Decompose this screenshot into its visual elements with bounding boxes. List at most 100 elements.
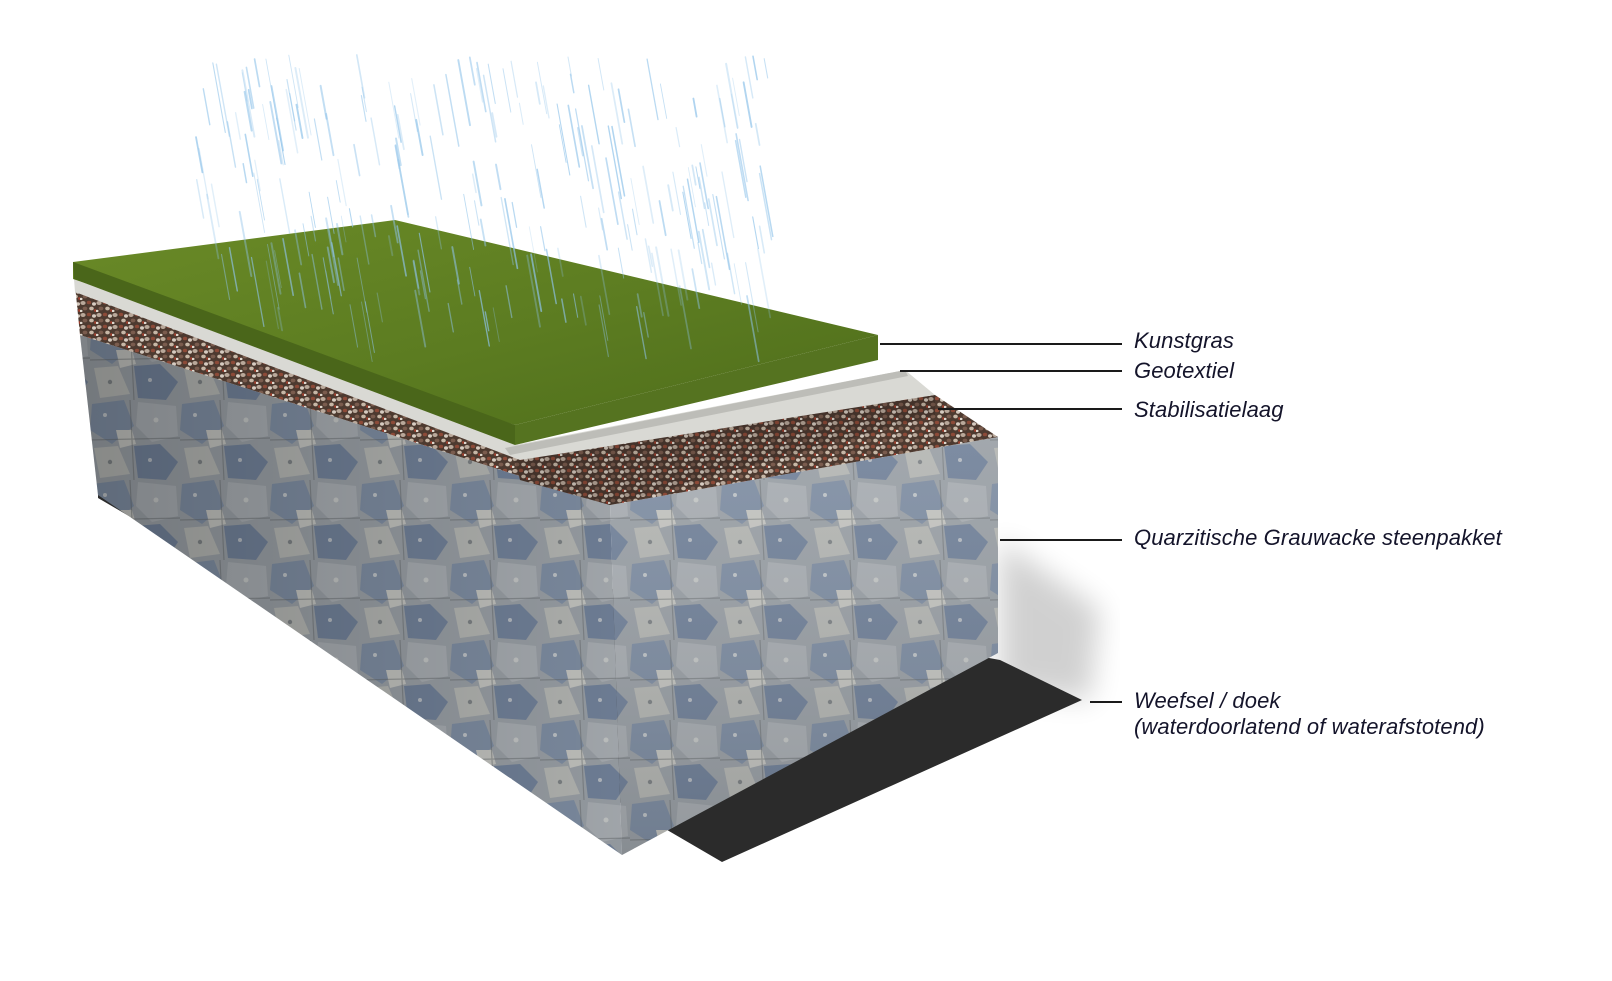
rain-streak — [757, 248, 772, 319]
rain-streak — [607, 125, 622, 200]
rain-streak — [419, 270, 427, 300]
rain-streak — [682, 191, 692, 240]
rain-streak — [395, 137, 402, 167]
rain-streak — [361, 86, 367, 113]
rain-streak — [364, 301, 375, 353]
rain-streak — [745, 262, 759, 333]
rain-streak — [325, 112, 335, 157]
rain-streak — [310, 215, 317, 242]
rain-streak — [322, 257, 334, 315]
rain-streak — [298, 272, 307, 309]
rain-streak — [361, 301, 373, 363]
rain-streak — [277, 306, 283, 332]
rain-streak — [569, 73, 575, 94]
rain-streak — [627, 224, 633, 251]
rain-streak — [672, 171, 682, 215]
grass-top-surface — [73, 220, 878, 425]
rain-streak — [605, 157, 619, 226]
rain-streak — [511, 201, 518, 228]
label-steenpakket: Quarzitische Grauwacke steenpakket — [1134, 525, 1502, 550]
rain-streak — [326, 246, 335, 284]
rain-streak — [733, 263, 742, 305]
rain-streak — [530, 253, 543, 313]
rain-streak — [716, 84, 729, 144]
rain-streak — [692, 97, 698, 118]
rain-streak — [269, 101, 283, 165]
rain-streak — [434, 216, 443, 250]
rain-streak — [754, 122, 761, 146]
rain-streak — [396, 225, 407, 277]
rain-streak — [282, 238, 294, 296]
rain-streak — [647, 245, 654, 267]
rain-streak — [726, 252, 736, 295]
rain-streak — [206, 193, 220, 260]
rain-streak — [212, 62, 226, 133]
rain-streak — [415, 118, 424, 156]
rain-streak — [376, 292, 383, 323]
rain-streak — [617, 88, 626, 123]
rain-streak — [278, 140, 284, 166]
rain-streak — [730, 93, 739, 130]
rain-streak — [471, 173, 477, 194]
rain-streak — [642, 165, 655, 224]
rain-streak — [228, 247, 239, 292]
rain-streak — [335, 180, 341, 203]
rain-streak — [484, 311, 490, 332]
rain-streak — [215, 63, 231, 137]
rain-streak — [220, 253, 231, 301]
rain-streak — [758, 172, 773, 241]
rain-streak — [670, 248, 682, 306]
label-weefsel-line1: Weefsel / doek — [1134, 688, 1281, 713]
rain-streak — [370, 117, 381, 166]
rain-streak — [475, 67, 484, 103]
rain-streak — [359, 215, 370, 265]
rain-streak — [504, 198, 519, 270]
rain-streak — [735, 133, 749, 202]
leader-lines — [880, 343, 1122, 703]
rain-streak — [247, 88, 253, 110]
rain-streak — [210, 183, 220, 228]
rain-streaks — [195, 54, 774, 363]
rain-streak — [313, 118, 323, 161]
rain-streak — [581, 125, 594, 190]
rain-streak — [734, 139, 747, 198]
rain-streak — [479, 218, 487, 247]
rain-streak — [700, 144, 708, 177]
rain-streak — [502, 68, 512, 113]
rain-streak — [267, 243, 280, 310]
rain-streak — [627, 108, 636, 148]
rain-streak — [270, 85, 284, 152]
rain-streak — [557, 247, 564, 277]
rain-streak — [348, 208, 354, 228]
rain-streak — [286, 79, 297, 131]
rain-streak — [600, 217, 609, 251]
rain-streak — [675, 126, 681, 148]
rain-streak — [746, 295, 760, 363]
rain-streak — [265, 260, 279, 330]
rain-streak — [725, 62, 739, 129]
rain-streak — [274, 250, 282, 289]
rain-streak — [644, 238, 653, 273]
rain-streak — [226, 121, 237, 168]
rain-streak — [319, 84, 328, 120]
rain-streak — [429, 135, 443, 200]
rain-streak — [677, 249, 689, 301]
rain-streak — [457, 59, 471, 127]
rain-streak — [238, 210, 253, 277]
rain-streak — [526, 254, 541, 328]
rain-streak — [528, 226, 538, 273]
rain-streak — [715, 195, 731, 270]
rain-streak — [545, 248, 557, 305]
rain-streak — [270, 242, 282, 295]
rain-streak — [491, 112, 498, 138]
rain-streak — [433, 84, 444, 136]
rain-streak — [202, 88, 211, 126]
rain-streak — [590, 145, 605, 214]
rain-streak — [412, 260, 421, 296]
rain-streak — [482, 74, 497, 143]
rain-streak — [412, 259, 420, 289]
rain-streak — [256, 178, 265, 221]
rain-streak — [611, 125, 626, 197]
rain-streak — [476, 61, 487, 113]
